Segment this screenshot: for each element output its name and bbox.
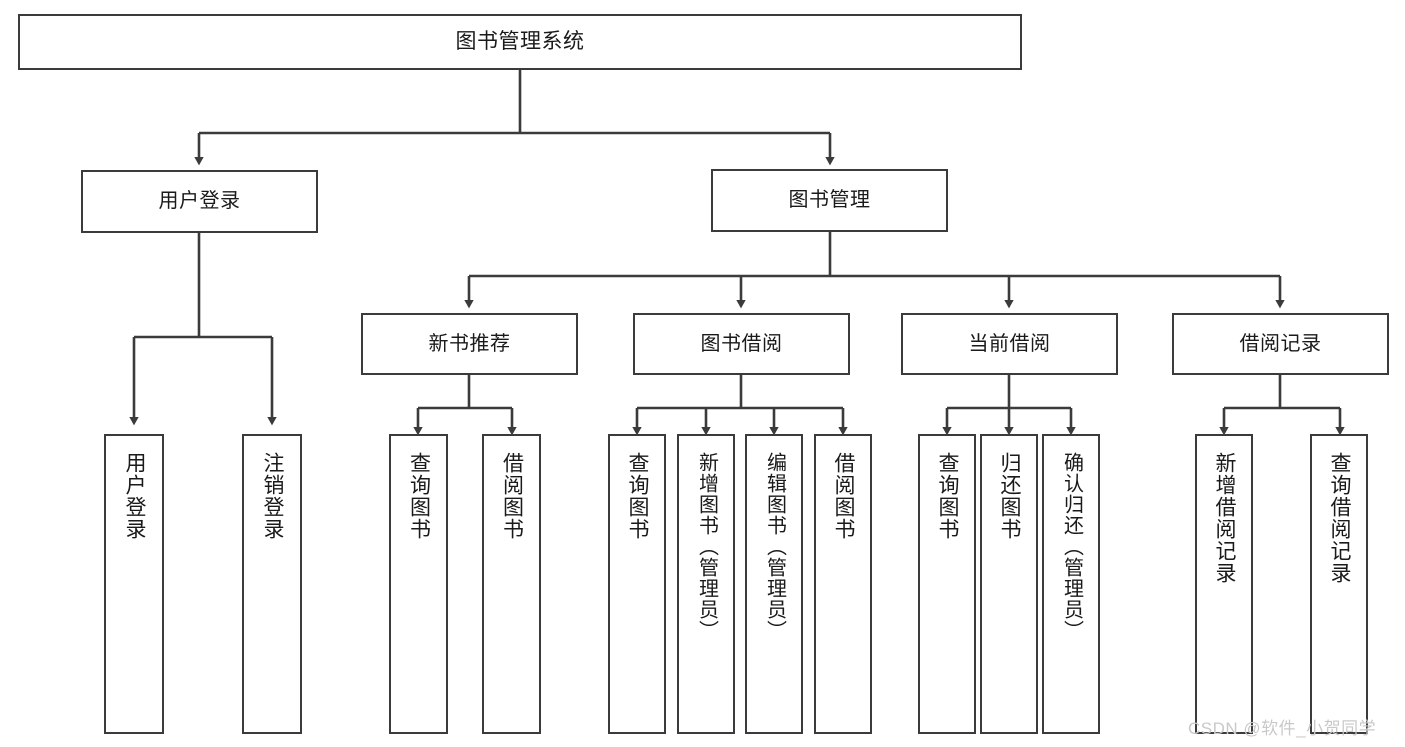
leaf-borrow-book-1[interactable]: 借阅图书 [482, 434, 541, 734]
node-label: 借阅记录 [1239, 332, 1322, 355]
leaf-query-book-2[interactable]: 查询图书 [608, 434, 666, 734]
node-label: 当前借阅 [968, 332, 1051, 355]
leaf-add-borrow-record[interactable]: 新增借阅记录 [1195, 434, 1253, 734]
node-root-system[interactable]: 图书管理系统 [18, 14, 1022, 70]
node-label: 新增图书（管理员） [695, 452, 718, 641]
leaf-user-logout[interactable]: 注销登录 [242, 434, 302, 734]
node-label: 借阅图书 [500, 452, 524, 540]
node-label: 图书借阅 [700, 332, 783, 355]
node-label: 确认归还（管理员） [1060, 452, 1083, 641]
node-current-borrow[interactable]: 当前借阅 [901, 313, 1118, 375]
leaf-query-borrow-record[interactable]: 查询借阅记录 [1310, 434, 1368, 734]
leaf-confirm-return[interactable]: 确认归还（管理员） [1042, 434, 1100, 734]
node-label: 归还图书 [998, 452, 1022, 540]
node-label: 注销登录 [261, 452, 285, 540]
node-label: 编辑图书（管理员） [763, 452, 786, 641]
node-book-management[interactable]: 图书管理 [711, 169, 948, 232]
leaf-query-book-1[interactable]: 查询图书 [389, 434, 448, 734]
node-label: 新增借阅记录 [1213, 452, 1237, 584]
node-label: 用户登录 [158, 190, 241, 212]
node-book-borrow[interactable]: 图书借阅 [633, 313, 850, 375]
node-new-book-recommend[interactable]: 新书推荐 [361, 313, 578, 375]
csdn-watermark: CSDN @软件_小贺同学 [1188, 719, 1377, 738]
node-label: 新书推荐 [428, 332, 511, 355]
node-label: 图书管理系统 [455, 29, 585, 53]
node-label: 查询图书 [936, 452, 960, 540]
node-label: 借阅图书 [832, 452, 856, 540]
node-label: 图书管理 [788, 189, 871, 211]
node-user-login[interactable]: 用户登录 [81, 170, 318, 233]
leaf-borrow-book-2[interactable]: 借阅图书 [814, 434, 872, 734]
node-label: 用户登录 [123, 452, 147, 540]
leaf-return-book[interactable]: 归还图书 [980, 434, 1038, 734]
node-borrow-records[interactable]: 借阅记录 [1172, 313, 1389, 375]
node-label: 查询图书 [626, 452, 650, 540]
leaf-user-login-do[interactable]: 用户登录 [104, 434, 164, 734]
node-label: 查询图书 [407, 452, 431, 540]
leaf-edit-book[interactable]: 编辑图书（管理员） [745, 434, 803, 734]
node-label: 查询借阅记录 [1328, 452, 1352, 584]
leaf-add-book[interactable]: 新增图书（管理员） [677, 434, 735, 734]
leaf-query-book-3[interactable]: 查询图书 [918, 434, 976, 734]
